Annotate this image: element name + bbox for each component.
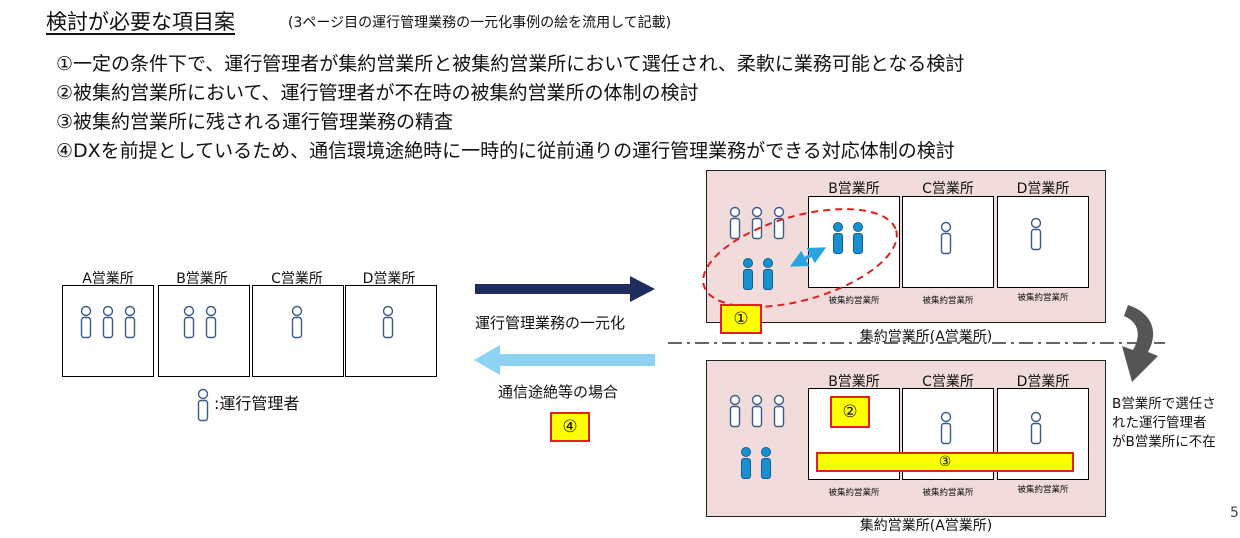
page-title: 検討が必要な項目案 — [46, 10, 235, 34]
top-panel-persons — [729, 206, 1042, 290]
page-number: 5 — [1230, 505, 1239, 521]
item-2: ②被集約営業所において、運行管理者が不在時の被集約営業所の体制の検討 — [56, 82, 699, 104]
legend-person-icon — [197, 388, 209, 422]
top-office-c-label: C営業所 — [922, 181, 974, 197]
item-1: ①一定の条件下で、運行管理者が集約営業所と被集約営業所において選任され、柔軟に業… — [56, 53, 965, 75]
office-b-box — [158, 285, 250, 377]
top-office-d-label: D営業所 — [1016, 181, 1070, 197]
swap-arrow-icon — [789, 247, 827, 267]
back-arrow-icon — [474, 345, 655, 375]
badge-1: ① — [720, 304, 762, 334]
forward-arrow-icon — [475, 276, 655, 302]
top-office-b-sublabel: 被集約営業所 — [828, 296, 880, 306]
office-d-label: D営業所 — [362, 271, 416, 287]
item-3: ③被集約営業所に残される運行管理業務の精査 — [56, 111, 454, 133]
side-note: B営業所で選任さ れた運行管理者 がB営業所に不在 — [1112, 395, 1216, 452]
badge-3-bar: ③ — [816, 452, 1074, 472]
legend-label: :運行管理者 — [214, 394, 300, 413]
top-office-d-box — [997, 196, 1089, 288]
item-4: ④DXを前提としているため、通信環境途絶時に一時的に従前通りの運行管理業務ができ… — [56, 140, 955, 162]
bottom-office-d-label: D営業所 — [1016, 374, 1070, 390]
bottom-office-c-label: C営業所 — [922, 374, 974, 390]
badge-2: ② — [830, 396, 870, 428]
person-icon — [80, 305, 394, 339]
top-office-b-label: B営業所 — [828, 181, 880, 197]
top-panel-caption: 集約営業所(A営業所) — [859, 329, 993, 345]
bottom-office-b-sublabel: 被集約営業所 — [828, 488, 880, 498]
side-note-line-1: B営業所で選任さ — [1112, 396, 1216, 412]
back-arrow-label: 通信途絶等の場合 — [498, 383, 619, 401]
bottom-office-c-sublabel: 被集約営業所 — [922, 488, 974, 498]
office-a-label: A営業所 — [82, 271, 134, 287]
badge-4: ④ — [550, 412, 590, 442]
page-subtitle: (3ページ目の運行管理業務の一元化事例の絵を流用して記載) — [288, 15, 672, 31]
side-note-line-2: れた運行管理者 — [1112, 415, 1207, 431]
office-b-label: B営業所 — [176, 271, 228, 287]
bottom-office-b-label: B営業所 — [828, 374, 880, 390]
side-note-line-3: がB営業所に不在 — [1112, 434, 1216, 450]
highlight-ellipse — [702, 208, 898, 308]
office-c-label: C営業所 — [271, 271, 323, 287]
bottom-panel-caption: 集約営業所(A営業所) — [859, 518, 993, 534]
forward-arrow-label: 運行管理業務の一元化 — [475, 314, 626, 332]
curved-down-arrow-icon — [1122, 305, 1158, 382]
bottom-office-d-sublabel: 被集約営業所 — [1017, 485, 1069, 495]
top-office-d-sublabel: 被集約営業所 — [1017, 293, 1069, 303]
top-office-c-sublabel: 被集約営業所 — [922, 296, 974, 306]
